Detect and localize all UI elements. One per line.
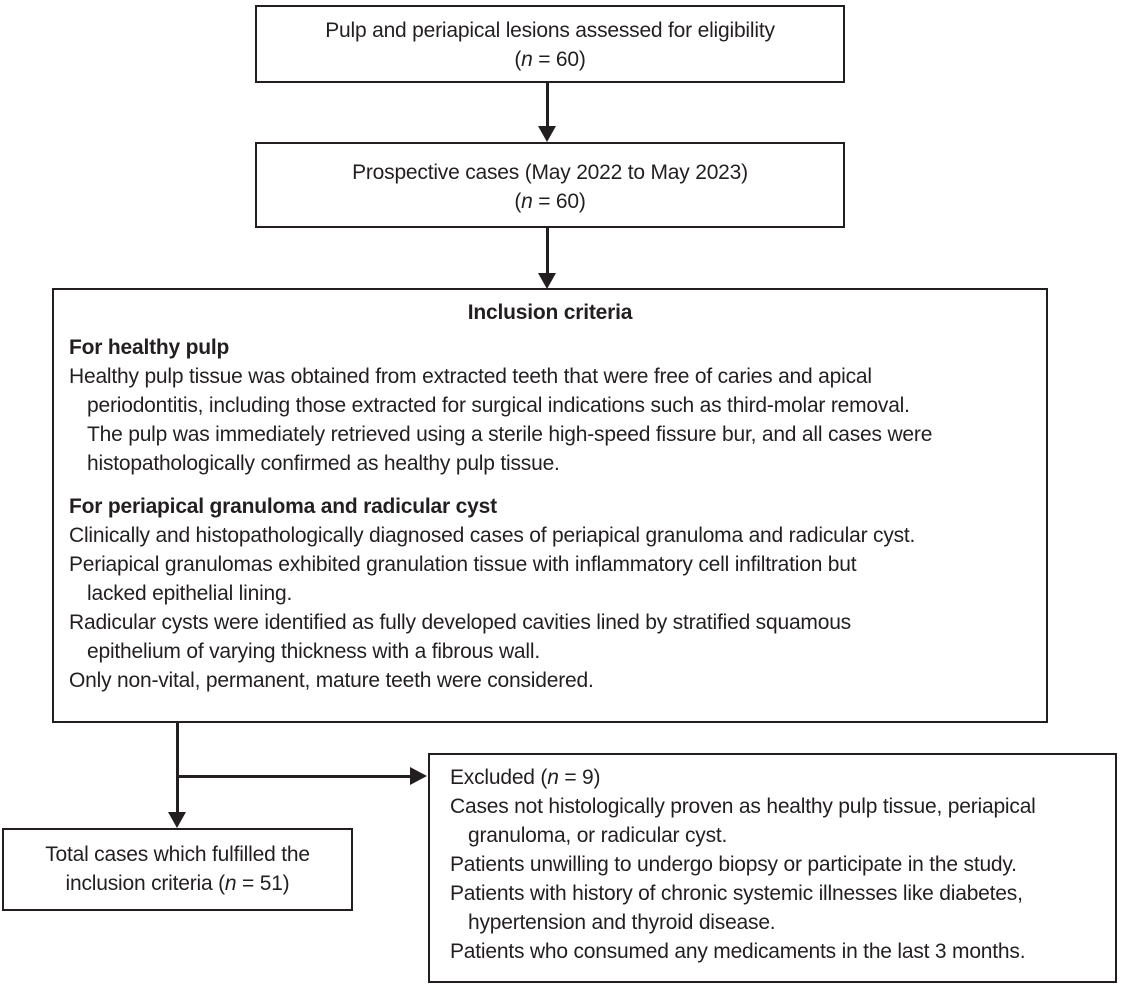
excluded-box: Excluded (n = 9) Cases not histologicall… <box>428 753 1117 983</box>
count-open: Excluded ( <box>450 766 548 789</box>
arrow-to-excluded-line <box>176 775 410 778</box>
arrowhead-right-icon <box>410 767 427 785</box>
healthy-pulp-line: Healthy pulp tissue was obtained from ex… <box>69 365 872 388</box>
granuloma-cyst-heading: For periapical granuloma and radicular c… <box>69 495 497 518</box>
count-open: ( <box>514 190 522 213</box>
inclusion-criteria-box: Inclusion criteria For healthy pulp Heal… <box>52 288 1048 723</box>
excluded-line: granuloma, or radicular cyst. <box>468 824 728 847</box>
arrowhead-down-icon <box>168 812 186 828</box>
count-close: = 9) <box>558 766 601 789</box>
count-close: = 60) <box>532 190 586 213</box>
granuloma-cyst-line: Radicular cysts were identified as fully… <box>69 611 851 634</box>
excluded-line: Patients who consumed any medicaments in… <box>450 940 1026 963</box>
granuloma-cyst-line: Periapical granulomas exhibited granulat… <box>69 553 857 576</box>
prospective-text: Prospective cases (May 2022 to May 2023) <box>352 161 748 184</box>
eligibility-box: Pulp and periapical lesions assessed for… <box>255 5 845 83</box>
count-close: = 51) <box>236 872 290 895</box>
granuloma-cyst-line: Only non-vital, permanent, mature teeth … <box>69 669 594 692</box>
granuloma-cyst-line: epithelium of varying thickness with a f… <box>87 640 540 663</box>
count-n: n <box>224 872 237 895</box>
inclusion-title: Inclusion criteria <box>467 301 633 324</box>
arrowhead-down-icon <box>538 273 556 289</box>
excluded-line: hypertension and thyroid disease. <box>468 911 776 934</box>
count-n: n <box>521 48 533 71</box>
count-n: n <box>521 190 533 213</box>
prospective-box: Prospective cases (May 2022 to May 2023)… <box>255 142 845 228</box>
count-n: n <box>547 766 559 789</box>
prospective-count: (n = 60) <box>257 187 843 216</box>
excluded-line: Cases not histologically proven as healt… <box>450 795 1036 818</box>
excluded-line: Patients unwilling to undergo biopsy or … <box>450 853 1017 876</box>
eligibility-text: Pulp and periapical lesions assessed for… <box>325 19 775 42</box>
eligibility-count: (n = 60) <box>257 45 843 74</box>
granuloma-cyst-line: lacked epithelial lining. <box>87 582 293 605</box>
count-close: = 60) <box>532 48 586 71</box>
total-cases-count: inclusion criteria (n = 51) <box>4 869 351 898</box>
healthy-pulp-heading: For healthy pulp <box>69 336 230 359</box>
granuloma-cyst-line: Clinically and histopathologically diagn… <box>69 524 916 547</box>
excluded-line: Patients with history of chronic systemi… <box>450 882 1023 905</box>
excluded-title: Excluded (n = 9) <box>450 763 1095 792</box>
healthy-pulp-line: histopathologically confirmed as healthy… <box>87 452 560 475</box>
total-cases-box: Total cases which fulfilled the inclusio… <box>2 828 353 911</box>
arrow-prospective-to-inclusion-line <box>546 228 549 274</box>
total-cases-text: Total cases which fulfilled the <box>45 843 310 866</box>
healthy-pulp-line: The pulp was immediately retrieved using… <box>87 423 933 446</box>
arrow-eligibility-to-prospective-line <box>546 83 549 128</box>
count-open: inclusion criteria ( <box>65 872 226 895</box>
arrowhead-down-icon <box>538 126 556 142</box>
arrow-inclusion-to-total-line <box>176 723 179 813</box>
healthy-pulp-line: periodontitis, including those extracted… <box>87 394 910 417</box>
count-open: ( <box>514 48 522 71</box>
